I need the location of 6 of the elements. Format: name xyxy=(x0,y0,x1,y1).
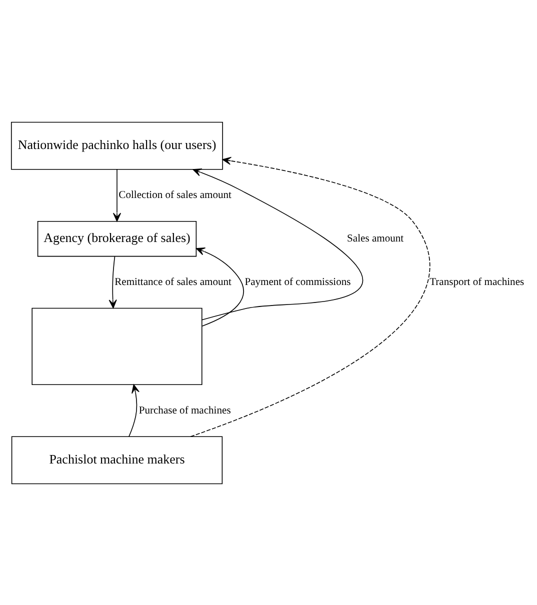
edge-label: Remittance of sales amount xyxy=(114,276,232,288)
edge-label: Purchase of machines xyxy=(138,404,231,416)
edge-label: Transport of machines xyxy=(430,276,524,288)
edge-label: Payment of commissions xyxy=(244,276,351,288)
edge-label: Collection of sales amount xyxy=(118,190,232,201)
edge-label: Sales amount xyxy=(347,233,404,244)
